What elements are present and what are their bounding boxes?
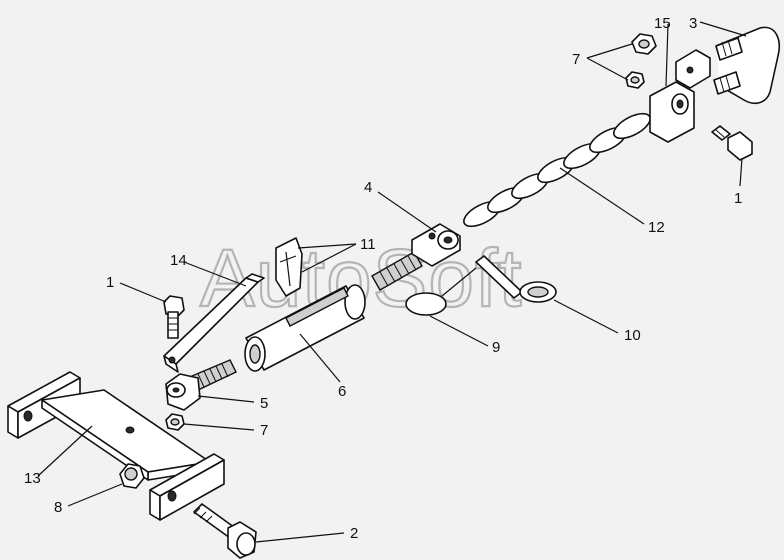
callout-15: 15 bbox=[654, 15, 671, 32]
callout-6: 6 bbox=[338, 383, 346, 400]
callout-3: 3 bbox=[689, 15, 697, 32]
part-7-nuts-upper bbox=[625, 33, 657, 89]
part-7-nut-lower bbox=[165, 413, 185, 431]
part-1-bolt-left bbox=[163, 295, 185, 339]
callout-7-upper: 7 bbox=[572, 51, 580, 68]
part-14-strap bbox=[163, 273, 265, 373]
threaded-rod bbox=[371, 251, 423, 291]
callout-1-left: 1 bbox=[106, 274, 114, 291]
part-5-clevis-screw bbox=[165, 359, 237, 411]
part-11-clip bbox=[275, 237, 303, 297]
part-10-pin bbox=[475, 255, 557, 303]
callout-12: 12 bbox=[648, 219, 665, 236]
callout-13: 13 bbox=[24, 470, 41, 487]
callout-11: 11 bbox=[360, 236, 376, 253]
part-6-tube bbox=[244, 284, 366, 372]
part-9-ring bbox=[405, 267, 477, 316]
part-1-bolt-right bbox=[711, 125, 753, 161]
callout-4: 4 bbox=[364, 179, 372, 196]
callout-14: 14 bbox=[170, 252, 187, 269]
callout-8: 8 bbox=[54, 499, 62, 516]
callout-labels: 1 1 2 3 4 5 6 7 7 8 9 10 11 12 13 14 15 bbox=[24, 15, 742, 542]
part-2-bolt bbox=[193, 503, 257, 559]
leader-lines bbox=[37, 21, 747, 543]
part-15-block bbox=[649, 49, 711, 143]
part-4-clevis bbox=[411, 223, 461, 267]
callout-2: 2 bbox=[350, 525, 358, 542]
callout-5: 5 bbox=[260, 395, 268, 412]
part-3-u-bolt bbox=[713, 26, 780, 105]
part-13-frame-bracket bbox=[7, 371, 225, 521]
callout-10: 10 bbox=[624, 327, 641, 344]
callout-7-lower: 7 bbox=[260, 422, 268, 439]
callout-1-right: 1 bbox=[734, 190, 742, 207]
part-12-chain bbox=[463, 112, 651, 228]
part-8-nut bbox=[119, 463, 145, 489]
callout-9: 9 bbox=[492, 339, 500, 356]
